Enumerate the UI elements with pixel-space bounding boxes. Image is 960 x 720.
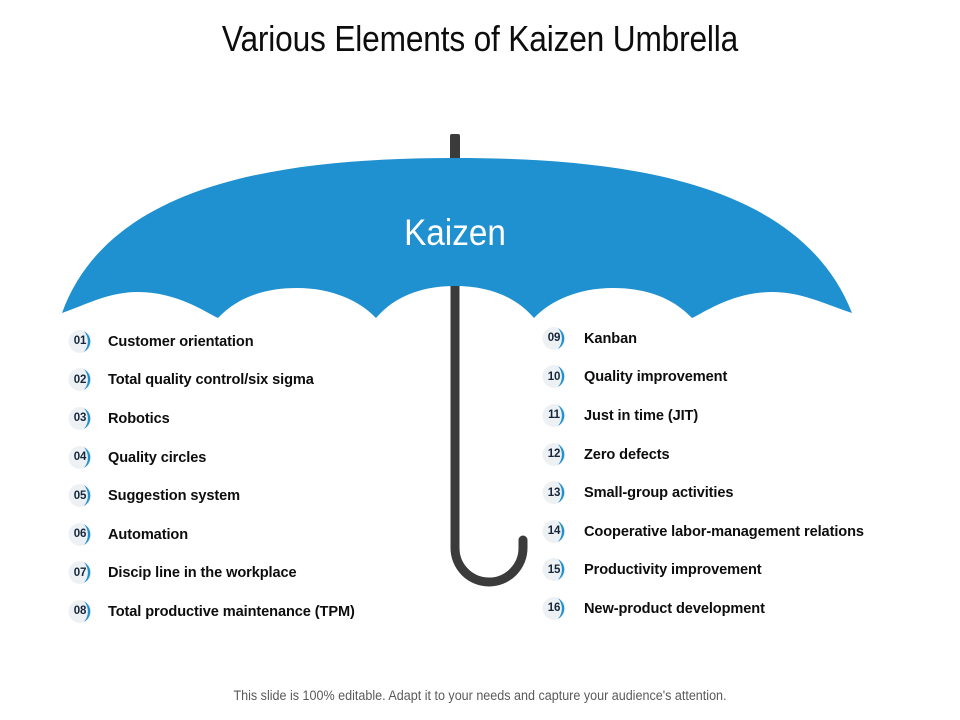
- number-badge: 13: [542, 479, 572, 506]
- badge-arc-icon: [68, 561, 92, 585]
- left-element-list: 01 Customer orientation 02 Total quality…: [68, 322, 498, 631]
- badge-number: 08: [73, 605, 87, 618]
- list-item-label: Cooperative labor-management relations: [584, 522, 864, 540]
- list-item[interactable]: 16 New-product development: [542, 589, 952, 628]
- list-item-label: Just in time (JIT): [584, 406, 699, 424]
- badge-number: 01: [73, 335, 87, 348]
- list-item[interactable]: 08 Total productive maintenance (TPM): [68, 592, 498, 631]
- badge-arc-icon: [68, 484, 92, 508]
- list-item[interactable]: 02 Total quality control/six sigma: [68, 361, 498, 400]
- number-badge: 16: [542, 595, 572, 622]
- list-item[interactable]: 03 Robotics: [68, 399, 498, 438]
- list-item-label: Productivity improvement: [584, 561, 762, 579]
- list-item-label: Small-group activities: [584, 484, 734, 502]
- list-item[interactable]: 01 Customer orientation: [68, 322, 498, 361]
- badge-arc-icon: [542, 365, 566, 389]
- badge-arc-icon: [542, 403, 566, 427]
- list-item[interactable]: 07 Discip line in the workplace: [68, 554, 498, 593]
- list-item[interactable]: 05 Suggestion system: [68, 476, 498, 515]
- number-badge: 08: [68, 598, 98, 625]
- badge-number: 05: [73, 489, 87, 502]
- badge-number: 02: [73, 373, 87, 386]
- badge-arc-icon: [542, 326, 566, 350]
- badge-arc-icon: [68, 368, 92, 392]
- list-item-label: Total productive maintenance (TPM): [108, 602, 355, 620]
- number-badge: 12: [542, 441, 572, 468]
- number-badge: 10: [542, 363, 572, 390]
- number-badge: 07: [68, 559, 98, 586]
- list-item[interactable]: 10 Quality improvement: [542, 358, 952, 397]
- list-item[interactable]: 09 Kanban: [542, 319, 952, 358]
- badge-arc-icon: [542, 519, 566, 543]
- list-item[interactable]: 04 Quality circles: [68, 438, 498, 477]
- list-item-label: Automation: [108, 525, 189, 543]
- list-item[interactable]: 14 Cooperative labor-management relation…: [542, 512, 952, 551]
- number-badge: 01: [68, 328, 98, 355]
- umbrella-tip-icon: [450, 134, 460, 164]
- list-item-label: Kanban: [584, 329, 637, 347]
- list-item[interactable]: 12 Zero defects: [542, 435, 952, 474]
- footer-note: This slide is 100% editable. Adapt it to…: [233, 688, 727, 703]
- badge-number: 06: [73, 528, 87, 541]
- badge-arc-icon: [68, 599, 92, 623]
- badge-number: 16: [547, 602, 561, 615]
- right-element-list: 09 Kanban 10 Quality improvement 11: [542, 319, 952, 628]
- list-item-label: Quality circles: [108, 448, 207, 466]
- number-badge: 06: [68, 521, 98, 548]
- badge-arc-icon: [542, 558, 566, 582]
- list-item-label: New-product development: [584, 599, 765, 617]
- page-title: Various Elements of Kaizen Umbrella: [221, 18, 739, 59]
- badge-number: 12: [547, 448, 561, 461]
- badge-arc-icon: [542, 481, 566, 505]
- badge-arc-icon: [542, 596, 566, 620]
- badge-number: 07: [73, 566, 87, 579]
- list-item-label: Discip line in the workplace: [108, 564, 297, 582]
- number-badge: 05: [68, 482, 98, 509]
- badge-number: 15: [547, 563, 561, 576]
- badge-number: 03: [73, 412, 87, 425]
- badge-number: 11: [548, 409, 560, 422]
- badge-arc-icon: [68, 406, 92, 430]
- number-badge: 09: [542, 325, 572, 352]
- list-item[interactable]: 13 Small-group activities: [542, 473, 952, 512]
- badge-arc-icon: [68, 445, 92, 469]
- list-item-label: Zero defects: [584, 445, 670, 463]
- number-badge: 04: [68, 444, 98, 471]
- number-badge: 03: [68, 405, 98, 432]
- list-item-label: Robotics: [108, 409, 170, 427]
- list-item[interactable]: 11 Just in time (JIT): [542, 396, 952, 435]
- list-item-label: Customer orientation: [108, 332, 254, 350]
- badge-number: 04: [73, 451, 87, 464]
- badge-arc-icon: [68, 329, 92, 353]
- list-item[interactable]: 15 Productivity improvement: [542, 551, 952, 590]
- number-badge: 14: [542, 518, 572, 545]
- number-badge: 15: [542, 556, 572, 583]
- number-badge: 11: [542, 402, 572, 429]
- list-item-label: Suggestion system: [108, 487, 241, 505]
- badge-number: 13: [547, 486, 561, 499]
- umbrella-center-label: Kaizen: [404, 212, 506, 253]
- list-item-label: Quality improvement: [584, 368, 728, 386]
- badge-number: 09: [547, 332, 561, 345]
- list-item-label: Total quality control/six sigma: [108, 371, 314, 389]
- badge-number: 14: [547, 525, 561, 538]
- number-badge: 02: [68, 366, 98, 393]
- badge-number: 10: [547, 370, 561, 383]
- list-item[interactable]: 06 Automation: [68, 515, 498, 554]
- badge-arc-icon: [542, 442, 566, 466]
- badge-arc-icon: [68, 522, 92, 546]
